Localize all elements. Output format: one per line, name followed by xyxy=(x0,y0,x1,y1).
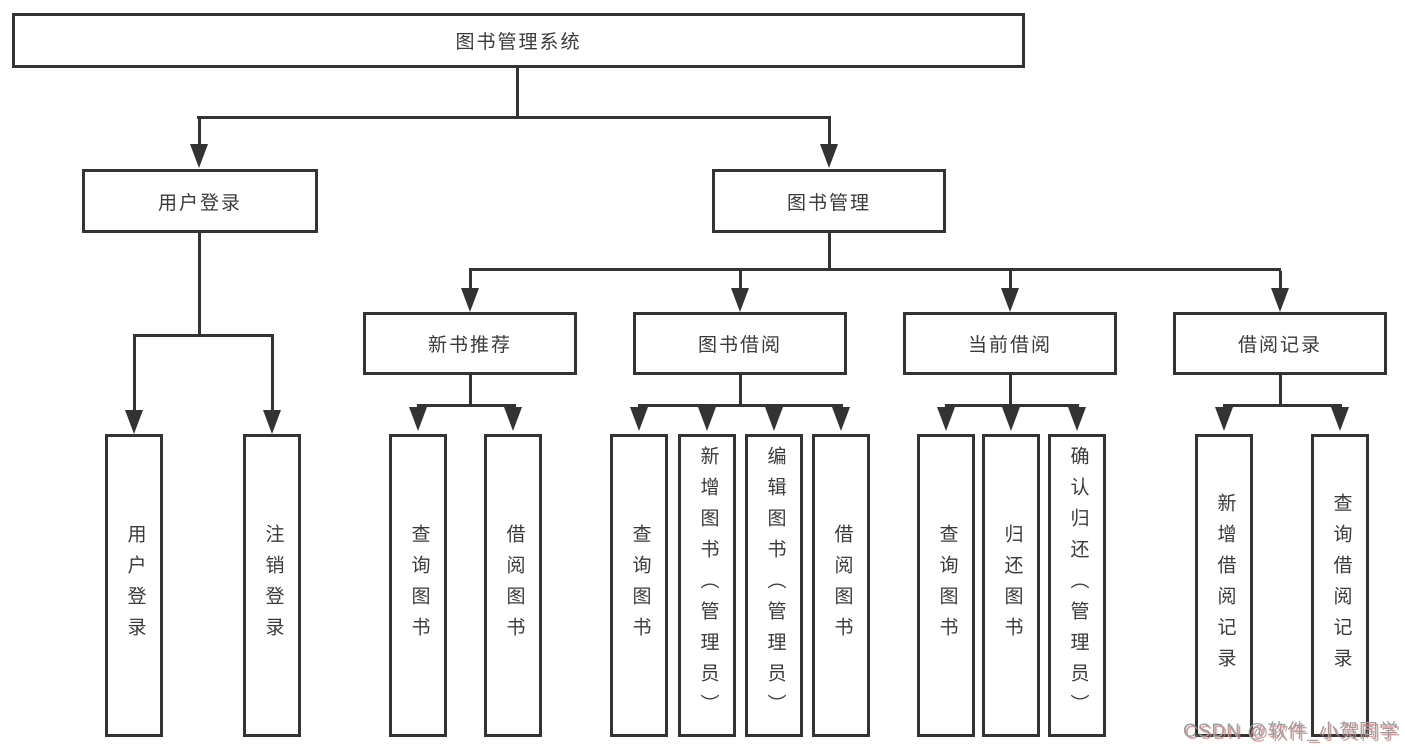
leaf-borrow-query: 查询图书 xyxy=(610,434,668,737)
arrowhead-down-icon xyxy=(1001,288,1019,312)
arrowhead-down-icon xyxy=(1215,407,1233,431)
connector-root-right-stub xyxy=(828,119,831,146)
node-book-management-label: 图书管理 xyxy=(786,192,871,214)
node-root: 图书管理系统 xyxy=(12,13,1025,68)
leaf-return-book-label: 归还图书 xyxy=(1001,523,1023,648)
leaf-borrow-query-label: 查询图书 xyxy=(629,523,651,648)
connector-current-borrow-bar xyxy=(945,404,1079,407)
leaf-borrow-add-book: 新增图书（管理员） xyxy=(678,434,736,737)
leaf-logout: 注销登录 xyxy=(243,434,301,737)
node-current-borrow: 当前借阅 xyxy=(903,312,1117,375)
connector-book-mgmt-stub-2 xyxy=(739,271,742,288)
leaf-confirm-return-label: 确认归还（管理员） xyxy=(1067,446,1089,725)
arrowhead-down-icon xyxy=(409,407,427,431)
connector-user-login-drop-1 xyxy=(133,337,136,412)
leaf-new-books-query: 查询图书 xyxy=(389,434,447,737)
leaf-add-borrow-record-label: 新增借阅记录 xyxy=(1214,492,1236,679)
leaf-current-query-label: 查询图书 xyxy=(936,523,958,648)
leaf-user-login-label: 用户登录 xyxy=(124,523,146,648)
leaf-logout-label: 注销登录 xyxy=(262,523,284,648)
leaf-new-books-borrow: 借阅图书 xyxy=(484,434,542,737)
node-root-label: 图书管理系统 xyxy=(455,32,582,53)
leaf-borrow-book-label: 借阅图书 xyxy=(831,523,853,648)
arrowhead-down-icon xyxy=(832,407,850,431)
arrowhead-down-icon xyxy=(937,407,955,431)
csdn-watermark: CSDN @软件_小贺同学 xyxy=(1183,721,1399,742)
connector-book-mgmt-bar xyxy=(469,268,1281,271)
node-book-management: 图书管理 xyxy=(712,169,946,233)
connector-new-books-stem xyxy=(469,375,472,406)
leaf-confirm-return: 确认归还（管理员） xyxy=(1048,434,1106,737)
arrowhead-down-icon xyxy=(765,407,783,431)
connector-user-login-bar xyxy=(133,334,274,337)
node-book-borrow: 图书借阅 xyxy=(633,312,847,375)
connector-root-left-stub xyxy=(198,119,201,146)
node-current-borrow-label: 当前借阅 xyxy=(967,335,1052,356)
connector-book-borrow-stem xyxy=(739,375,742,406)
connector-new-books-bar xyxy=(417,404,516,407)
leaf-query-borrow-record: 查询借阅记录 xyxy=(1311,434,1369,737)
connector-root-stem xyxy=(516,68,519,117)
arrowhead-down-icon xyxy=(1331,407,1349,431)
node-user-login: 用户登录 xyxy=(82,169,318,233)
leaf-user-login: 用户登录 xyxy=(105,434,163,737)
arrowhead-down-icon xyxy=(820,144,838,168)
arrowhead-down-icon xyxy=(190,144,208,168)
leaf-new-books-borrow-label: 借阅图书 xyxy=(503,523,525,648)
node-borrow-records-label: 借阅记录 xyxy=(1237,335,1322,356)
arrowhead-down-icon xyxy=(125,410,143,434)
arrowhead-down-icon xyxy=(731,288,749,312)
leaf-current-query: 查询图书 xyxy=(917,434,975,737)
connector-book-mgmt-stub-1 xyxy=(469,271,472,288)
node-user-login-label: 用户登录 xyxy=(157,192,242,214)
leaf-return-book: 归还图书 xyxy=(982,434,1040,737)
arrowhead-down-icon xyxy=(263,410,281,434)
connector-book-mgmt-stem xyxy=(828,233,831,270)
arrowhead-down-icon xyxy=(461,288,479,312)
connector-book-mgmt-stub-3 xyxy=(1009,271,1012,288)
leaf-borrow-book: 借阅图书 xyxy=(812,434,870,737)
leaf-add-borrow-record: 新增借阅记录 xyxy=(1195,434,1253,737)
arrowhead-down-icon xyxy=(698,407,716,431)
connector-borrow-records-stem xyxy=(1279,375,1282,406)
leaf-new-books-query-label: 查询图书 xyxy=(408,523,430,648)
node-new-books-label: 新书推荐 xyxy=(427,335,512,356)
leaf-borrow-add-book-label: 新增图书（管理员） xyxy=(697,446,719,725)
connector-current-borrow-stem xyxy=(1009,375,1012,406)
leaf-query-borrow-record-label: 查询借阅记录 xyxy=(1330,492,1352,679)
connector-book-mgmt-stub-4 xyxy=(1279,271,1282,288)
arrowhead-down-icon xyxy=(1271,288,1289,312)
node-borrow-records: 借阅记录 xyxy=(1173,312,1387,375)
connector-root-bar xyxy=(197,116,831,119)
leaf-borrow-edit-book: 编辑图书（管理员） xyxy=(745,434,803,737)
node-book-borrow-label: 图书借阅 xyxy=(697,335,782,356)
arrowhead-down-icon xyxy=(504,407,522,431)
arrowhead-down-icon xyxy=(1068,407,1086,431)
arrowhead-down-icon xyxy=(1002,407,1020,431)
connector-user-login-stem xyxy=(198,233,201,336)
connector-user-login-drop-2 xyxy=(271,337,274,412)
node-new-books: 新书推荐 xyxy=(363,312,577,375)
connector-borrow-records-bar xyxy=(1223,404,1342,407)
arrowhead-down-icon xyxy=(630,407,648,431)
leaf-borrow-edit-book-label: 编辑图书（管理员） xyxy=(764,446,786,725)
connector-book-borrow-bar xyxy=(638,404,843,407)
